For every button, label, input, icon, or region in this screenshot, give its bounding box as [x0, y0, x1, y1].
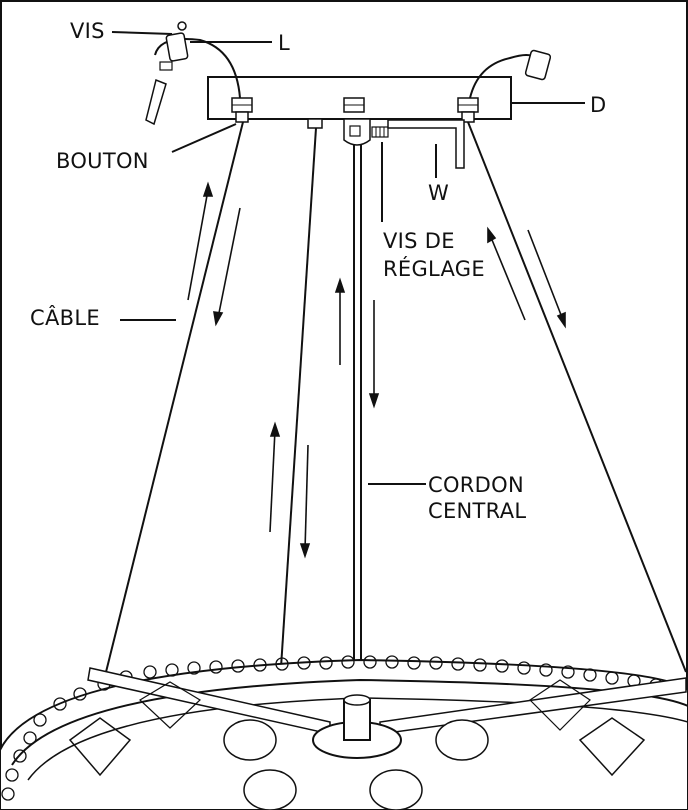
canopy-plate — [207, 76, 512, 169]
label-vis: VIS — [70, 19, 105, 43]
label-central: CENTRAL — [428, 499, 526, 523]
label-reglage: RÉGLAGE — [383, 256, 485, 281]
leader-lines — [111, 31, 585, 485]
label-d: D — [590, 93, 606, 117]
wire-loop-left — [145, 21, 241, 126]
direction-arrows — [187, 181, 566, 559]
label-bouton: BOUTON — [56, 149, 149, 173]
canopy-knob-right — [457, 97, 479, 123]
chandelier-ring — [0, 655, 688, 810]
label-w: W — [428, 181, 449, 205]
label-cable: CÂBLE — [30, 305, 100, 330]
canopy-knob-middle — [343, 97, 365, 113]
label-vis-de: VIS DE — [383, 229, 455, 253]
label-cordon: CORDON — [428, 473, 524, 497]
cable-left — [105, 121, 244, 673]
cable-right — [467, 121, 687, 673]
label-l: L — [278, 31, 290, 55]
wire-loop-right — [469, 49, 552, 99]
